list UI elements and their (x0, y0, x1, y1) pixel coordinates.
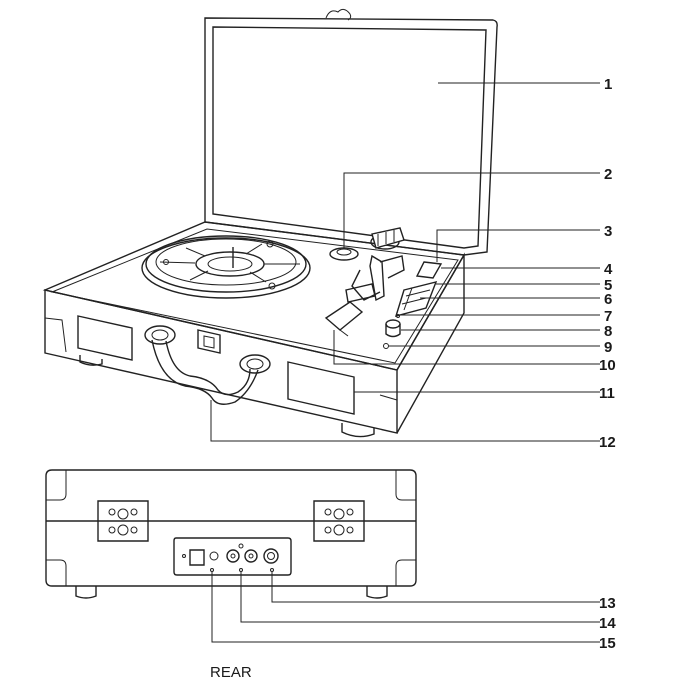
power-indicator (383, 343, 389, 349)
callout-13: 13 (599, 595, 616, 612)
callout-15: 15 (599, 635, 616, 652)
callout-5: 5 (604, 277, 612, 294)
headphone-jack (263, 548, 279, 564)
callout-2: 2 (604, 166, 612, 183)
callout-11: 11 (599, 385, 615, 402)
callout-4: 4 (604, 261, 613, 278)
callout-10: 10 (599, 357, 616, 374)
carry-handle (144, 325, 271, 405)
callout-8: 8 (604, 323, 612, 340)
hinge-right (313, 500, 365, 542)
platter (141, 235, 311, 299)
turntable-rear-view (45, 469, 600, 643)
adaptor-45rpm (329, 247, 359, 261)
turntable-front-view (42, 8, 600, 442)
callout-1: 1 (604, 76, 612, 93)
hinge-left (97, 500, 149, 542)
rca-out-right (244, 549, 258, 563)
front-foot-left (79, 355, 103, 366)
callout-labels: 1 2 3 4 5 6 7 8 9 10 11 12 13 14 15 (599, 76, 616, 652)
callout-3: 3 (604, 223, 612, 240)
rear-io-panel (173, 537, 292, 576)
speaker-left (77, 315, 133, 361)
lid (204, 8, 498, 256)
tonearm (324, 227, 405, 337)
callout-9: 9 (604, 339, 612, 356)
dc-power-socket (189, 549, 205, 566)
volume-knob (385, 319, 401, 338)
rear-foot-left (75, 586, 97, 599)
front-foot-right (341, 423, 375, 438)
speaker-right (287, 361, 355, 415)
callout-12: 12 (599, 434, 616, 451)
speed-switch (415, 261, 443, 279)
callout-14: 14 (599, 615, 616, 632)
rear-view-caption: REAR (210, 664, 252, 681)
control-panel (394, 280, 438, 318)
callout-6: 6 (604, 291, 612, 308)
callout-7: 7 (604, 308, 612, 325)
rear-foot-right (366, 586, 388, 599)
rear-case-outline (45, 469, 417, 587)
rca-out-left (226, 549, 240, 563)
